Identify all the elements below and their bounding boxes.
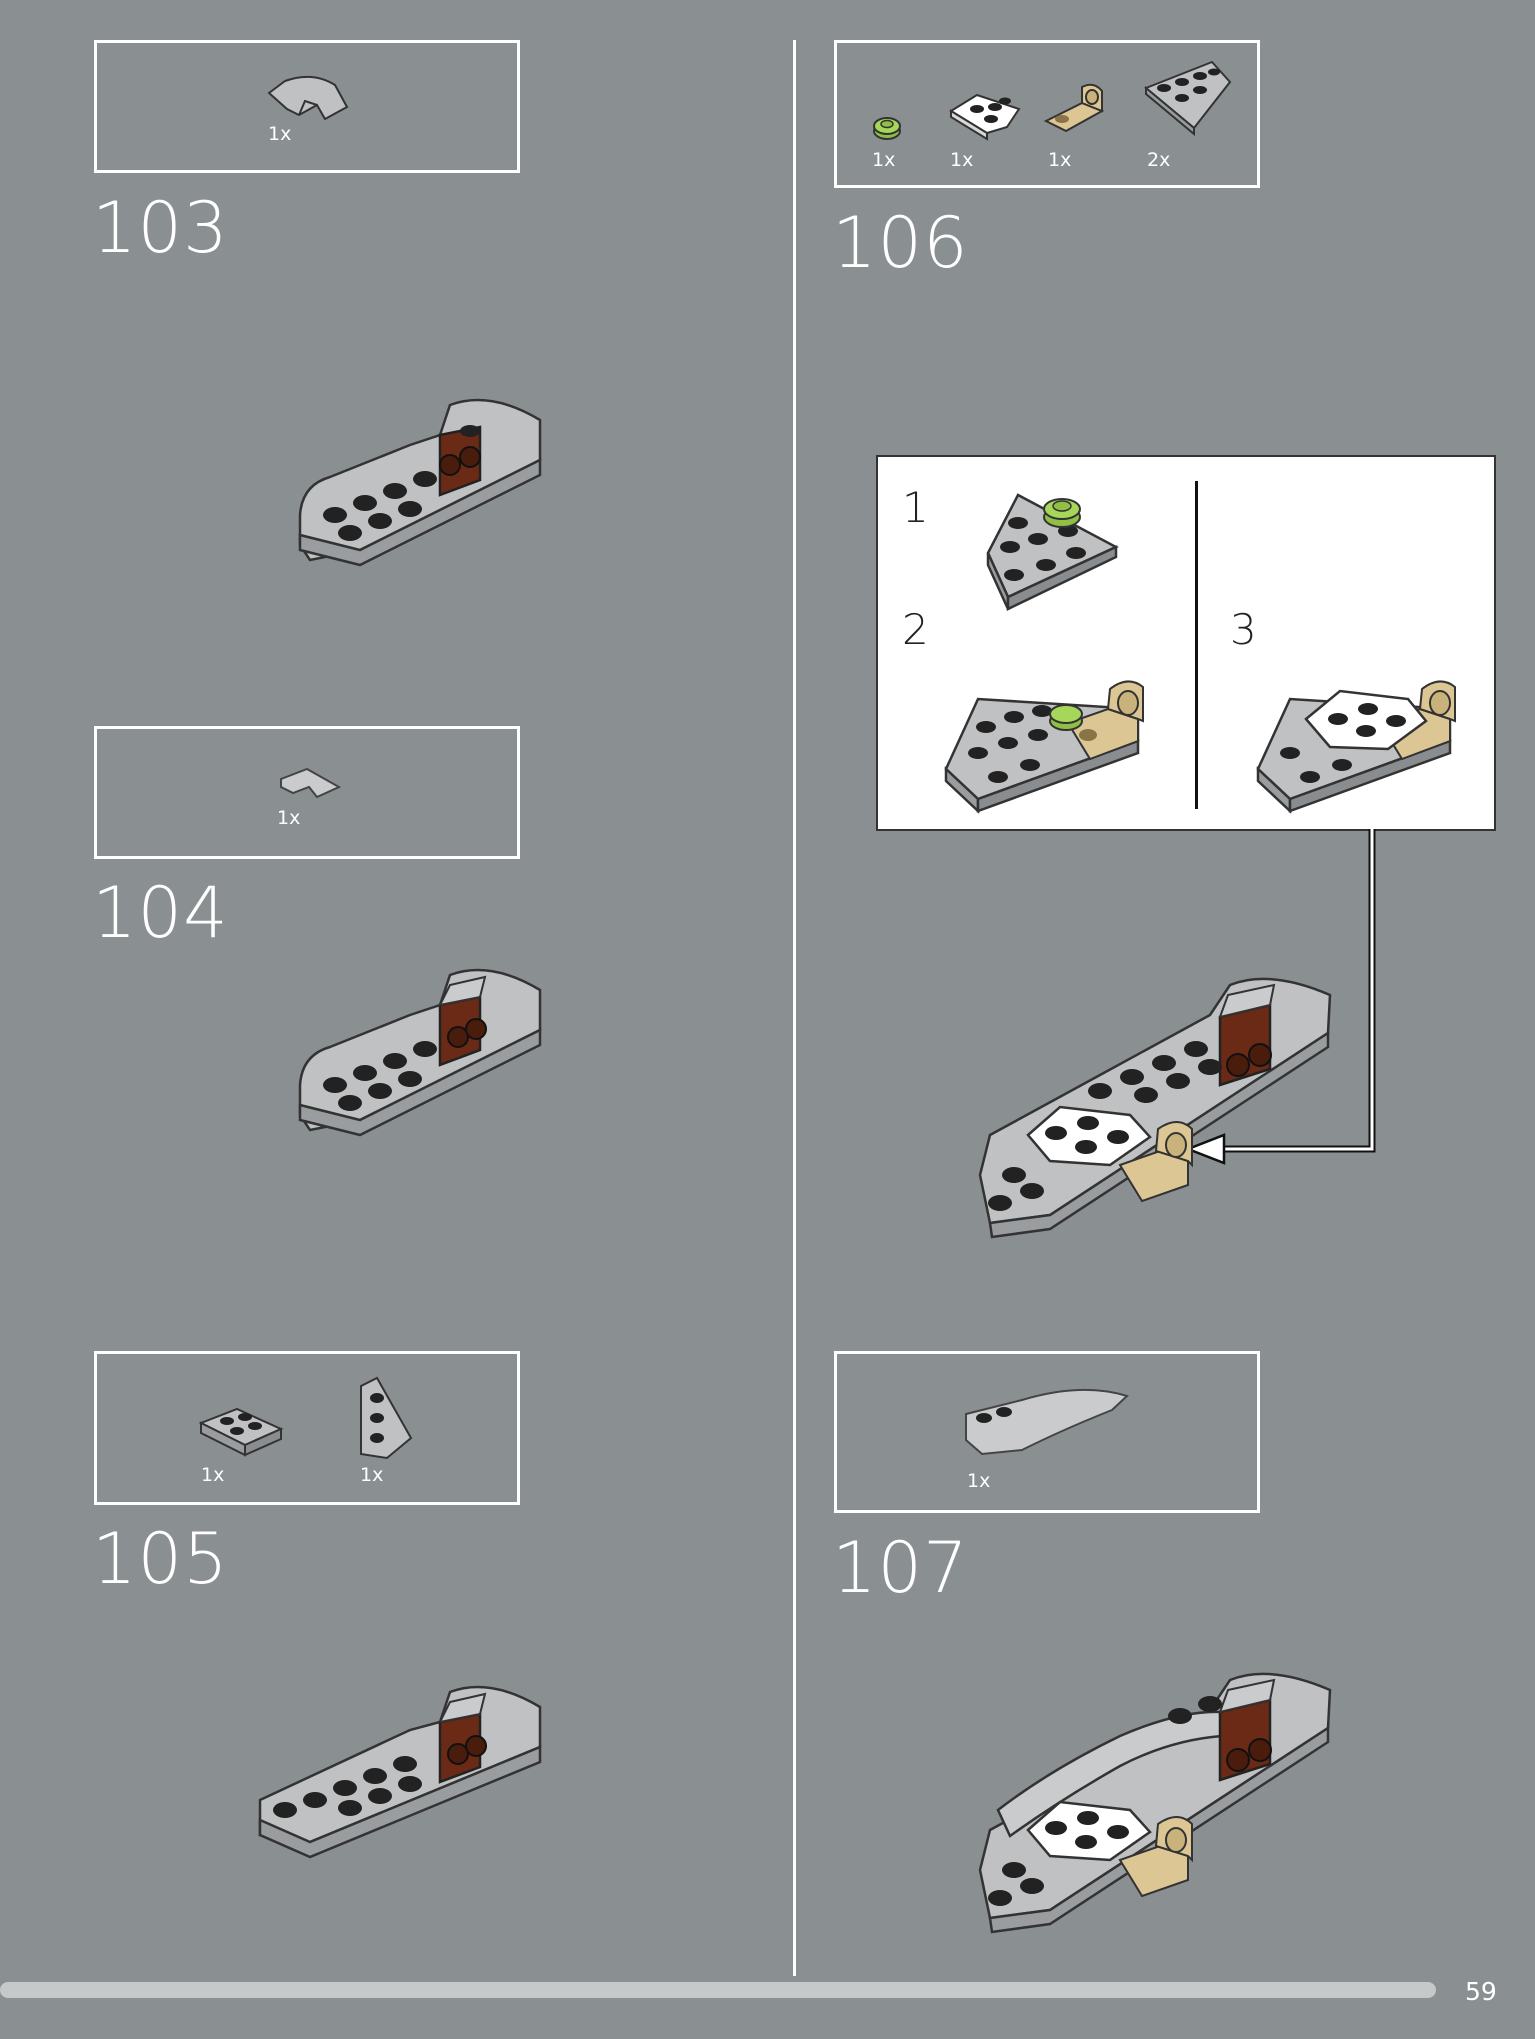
step-number-104: 104 [92,872,229,954]
sub-step-1-model [986,493,1119,611]
parts-list-step-104: 1x [94,726,520,859]
callout-divider [1195,481,1198,809]
page-progress-bar [0,1982,1436,1998]
part-qty: 1x [967,1470,991,1492]
plate-2x2-part-icon [198,1407,284,1457]
part-qty: 1x [360,1464,384,1486]
parts-list-step-107: 1x [834,1351,1260,1513]
build-model-step-105 [258,1685,542,1859]
part-qty: 2x [1147,149,1171,171]
step-number-107: 107 [832,1527,969,1609]
column-divider [793,40,796,1976]
step-number-105: 105 [92,1518,229,1600]
part-qty: 1x [277,807,301,829]
sub-step-number-1: 1 [902,483,929,532]
part-qty: 1x [268,123,292,145]
sub-step-number-3: 3 [1230,605,1257,654]
sub-step-2-model [944,680,1144,814]
step-number-103: 103 [92,187,229,269]
tan-bracket-part-icon [1043,83,1105,133]
build-model-step-106 [978,977,1332,1239]
round-plate-lime-part-icon [873,117,901,140]
long-curved-slope-part-icon [965,1388,1129,1456]
cheese-slope-part-icon [280,767,342,799]
parts-list-step-106: 1x 1x 1x 2x [834,40,1260,188]
part-qty: 1x [201,1464,225,1486]
build-model-step-107 [978,1672,1332,1934]
sub-step-3-model [1256,680,1456,814]
build-model-step-103 [298,398,542,567]
step-number-106: 106 [832,202,969,284]
parts-list-step-105: 1x 1x [94,1351,520,1505]
wedge-plate-part-icon [360,1376,413,1460]
callout-connector-arrow [1184,829,1376,1165]
sub-assembly-callout: 1 2 3 [876,455,1496,831]
sub-step-number-2: 2 [902,605,929,654]
white-wedge-plate-part-icon [949,93,1021,141]
part-qty: 1x [872,149,896,171]
curved-slope-part-icon [267,75,349,121]
parts-list-step-103: 1x [94,40,520,173]
page-number: 59 [1465,1977,1497,2006]
part-qty: 1x [1048,149,1072,171]
gray-wedge-plate-part-icon [1144,60,1232,137]
part-qty: 1x [950,149,974,171]
build-model-step-104 [298,968,542,1137]
